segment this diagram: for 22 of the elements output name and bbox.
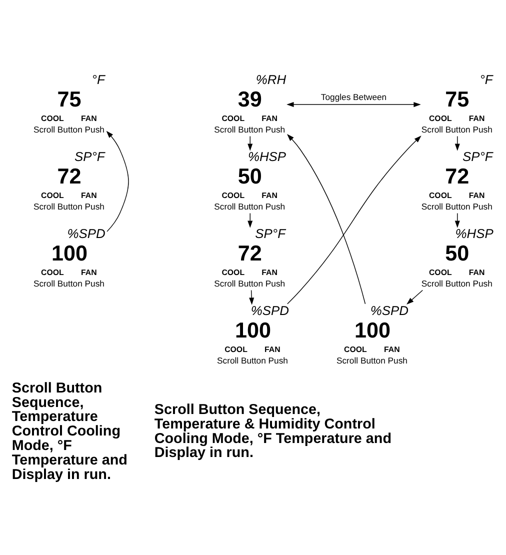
node-text: %HSP 50 COOL FAN Scroll Button Push — [421, 225, 494, 288]
arrow — [249, 289, 254, 304]
arrow — [286, 134, 366, 304]
arrow — [406, 289, 423, 304]
node-text: °F 75 COOL FAN Scroll Button Push — [33, 71, 105, 134]
arrow — [106, 130, 129, 232]
label: Scroll Button Sequence, Temperature Control Cooling Mode, °F Temperature and Display in run. — [12, 380, 128, 482]
label: Scroll Button Sequence, Temperature & Humidity Control Cooling Mode, °F Temperature and Display in run. — [154, 402, 392, 461]
node-text: %SPD 100 COOL FAN Scroll Button Push — [217, 302, 289, 365]
node-text: SP°F 72 COOL FAN Scroll Button Push — [33, 148, 105, 211]
arrow — [454, 135, 460, 150]
node-text: %SPD 100 COOL FAN Scroll Button Push — [33, 225, 106, 288]
node-text: SP°F 72 COOL FAN Scroll Button Push — [421, 148, 493, 211]
arrow — [286, 102, 421, 107]
node-text: %HSP 50 COOL FAN Scroll Button Push — [214, 148, 286, 211]
node-text: SP°F 72 COOL FAN Scroll Button Push — [214, 225, 286, 288]
node-text: %SPD 100 COOL FAN Scroll Button Push — [336, 302, 408, 365]
node-text: %RH 39 COOL FAN Scroll Button Push — [214, 71, 286, 134]
arrow — [454, 212, 460, 228]
edge-label: Toggles Between — [320, 91, 387, 102]
arrow — [287, 135, 422, 304]
node-text: °F 75 COOL FAN Scroll Button Push — [421, 71, 493, 134]
